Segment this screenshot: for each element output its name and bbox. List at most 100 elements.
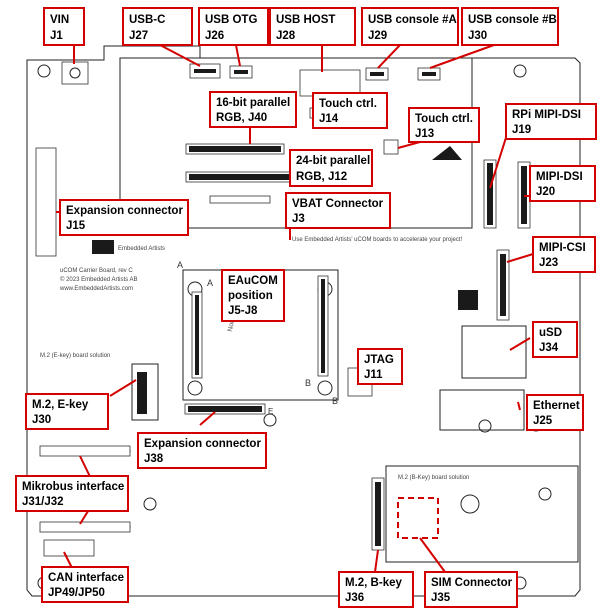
ea-logo <box>92 240 114 254</box>
usd-slot <box>461 325 527 379</box>
callout-label: J14 <box>319 113 339 125</box>
callout-expansion-j38: Expansion connector J38 <box>137 432 267 469</box>
callout-mipi-csi: MIPI-CSI J23 <box>532 236 596 273</box>
callout-label: MIPI-CSI <box>539 242 586 254</box>
callout-label: JP49/JP50 <box>48 587 105 599</box>
mounting-hole <box>538 487 552 501</box>
callout-label: J1 <box>50 30 63 42</box>
callout-mipi-dsi: MIPI-DSI J20 <box>529 165 596 202</box>
callout-label: Expansion connector <box>66 205 183 217</box>
mounting-hole <box>37 64 51 78</box>
callout-label: VIN <box>50 14 69 26</box>
sim-connector-outline <box>397 497 439 539</box>
touch-j13-connector <box>383 139 399 155</box>
callout-usb-c: USB-C J27 <box>122 7 193 46</box>
callout-rgb24: 24-bit parallel RGB, J12 <box>289 149 373 187</box>
callout-label: J26 <box>205 30 224 42</box>
callout-label: J11 <box>364 369 383 381</box>
callout-label: JTAG <box>364 354 394 366</box>
callout-usb-host: USB HOST J28 <box>269 7 356 46</box>
callout-label: J34 <box>539 342 559 354</box>
callout-label: RGB, J40 <box>216 112 267 124</box>
m2-ekey-connector <box>131 363 159 421</box>
silk-pin-a: A <box>207 278 213 288</box>
vin-jack <box>61 61 89 85</box>
callout-label: J15 <box>66 220 86 232</box>
ethernet-jack <box>439 389 525 431</box>
mikrobus-j32 <box>39 521 131 533</box>
m2-bkey-area <box>385 465 579 563</box>
callout-label: uSD <box>539 327 562 339</box>
callout-label: 24-bit parallel <box>296 155 370 167</box>
mounting-hole <box>143 497 157 511</box>
callout-label: SIM Connector <box>431 577 513 589</box>
callout-label: J38 <box>144 453 164 465</box>
callout-label: RPi MIPI-DSI <box>512 109 581 121</box>
callout-label: J30 <box>468 30 487 42</box>
callout-label: J19 <box>512 124 531 136</box>
callout-label: USB OTG <box>205 14 257 26</box>
mounting-hole <box>478 419 492 433</box>
board-logo-text: Embedded Artists <box>118 246 165 252</box>
silk-m2b-note: M.2 (B-Key) board solution <box>398 475 469 481</box>
callout-label: Touch ctrl. <box>319 98 377 110</box>
callout-label: position <box>228 290 273 302</box>
silk-m2e-note: M.2 (E-key) board solution <box>40 353 110 359</box>
callout-touch-j14: Touch ctrl. J14 <box>312 92 388 129</box>
can-connector <box>43 539 95 557</box>
silk-e: E <box>268 407 273 416</box>
callout-label: Ethernet <box>533 400 580 412</box>
callout-jtag: JTAG J11 <box>357 348 403 385</box>
mounting-hole <box>460 494 480 514</box>
expansion-header-j15 <box>35 147 57 257</box>
callout-eaucom: EAuCOM position J5-J8 <box>221 269 285 322</box>
callout-label: M.2, E-key <box>32 399 89 411</box>
callout-label: 16-bit parallel <box>216 97 290 109</box>
callout-vin: VIN J1 <box>43 7 85 46</box>
callout-label: VBAT Connector <box>292 198 384 210</box>
callout-label: Mikrobus interface <box>22 481 124 493</box>
callout-label: J29 <box>368 30 387 42</box>
mounting-hole <box>513 64 527 78</box>
callout-m2-ekey: M.2, E-key J30 <box>25 393 109 430</box>
silk-corner-b: B <box>332 396 338 406</box>
callout-label: M.2, B-key <box>345 577 402 589</box>
callout-ethernet: Ethernet J25 <box>526 394 584 431</box>
callout-label: USB-C <box>129 14 165 26</box>
callout-label: Touch ctrl. <box>415 113 473 125</box>
callout-label: USB console #B <box>468 14 557 26</box>
callout-label: CAN interface <box>48 572 124 584</box>
callout-usb-console-a: USB console #A J29 <box>361 7 459 46</box>
pcb-board: Embedded Artists uCOM Carrier Board, rev… <box>26 45 581 597</box>
silk-corner-a: A <box>177 260 183 270</box>
callout-sim: SIM Connector J35 <box>424 571 518 608</box>
callout-label: J5-J8 <box>228 305 258 317</box>
silk-url: www.EmbeddedArtists.com <box>59 286 133 292</box>
silk-copyright: © 2023 Embedded Artists AB <box>60 276 137 283</box>
callout-label: J25 <box>533 415 553 427</box>
callout-label: J30 <box>32 414 51 426</box>
callout-can: CAN interface JP49/JP50 <box>41 566 129 603</box>
callout-label: Expansion connector <box>144 438 261 450</box>
callout-usb-otg: USB OTG J26 <box>198 7 269 46</box>
silk-slogan: Use Embedded Artists' uCOM boards to acc… <box>292 237 463 243</box>
callout-label: USB console #A <box>368 14 457 26</box>
mikrobus-j31 <box>39 445 131 457</box>
callout-label: USB HOST <box>276 14 335 26</box>
callout-usb-console-b: USB console #B J30 <box>461 7 559 46</box>
callout-vbat: VBAT Connector J3 <box>285 192 391 229</box>
callout-rgb16: 16-bit parallel RGB, J40 <box>209 91 297 128</box>
mounting-hole <box>187 380 203 396</box>
callout-mikrobus: Mikrobus interface J31/J32 <box>15 475 129 512</box>
callout-expansion-j15: Expansion connector J15 <box>59 199 189 236</box>
callout-label: EAuCOM <box>228 275 278 287</box>
callout-rpi-mipi-dsi: RPi MIPI-DSI J19 <box>505 103 597 140</box>
callout-label: J3 <box>292 213 305 225</box>
callout-label: J35 <box>431 592 451 604</box>
silk-title: uCOM Carrier Board, rev C <box>60 268 133 274</box>
ea-triangle-logo <box>432 146 462 160</box>
callout-label: RGB, J12 <box>296 171 347 183</box>
callout-usd: uSD J34 <box>532 321 578 358</box>
callout-label: J13 <box>415 128 434 140</box>
